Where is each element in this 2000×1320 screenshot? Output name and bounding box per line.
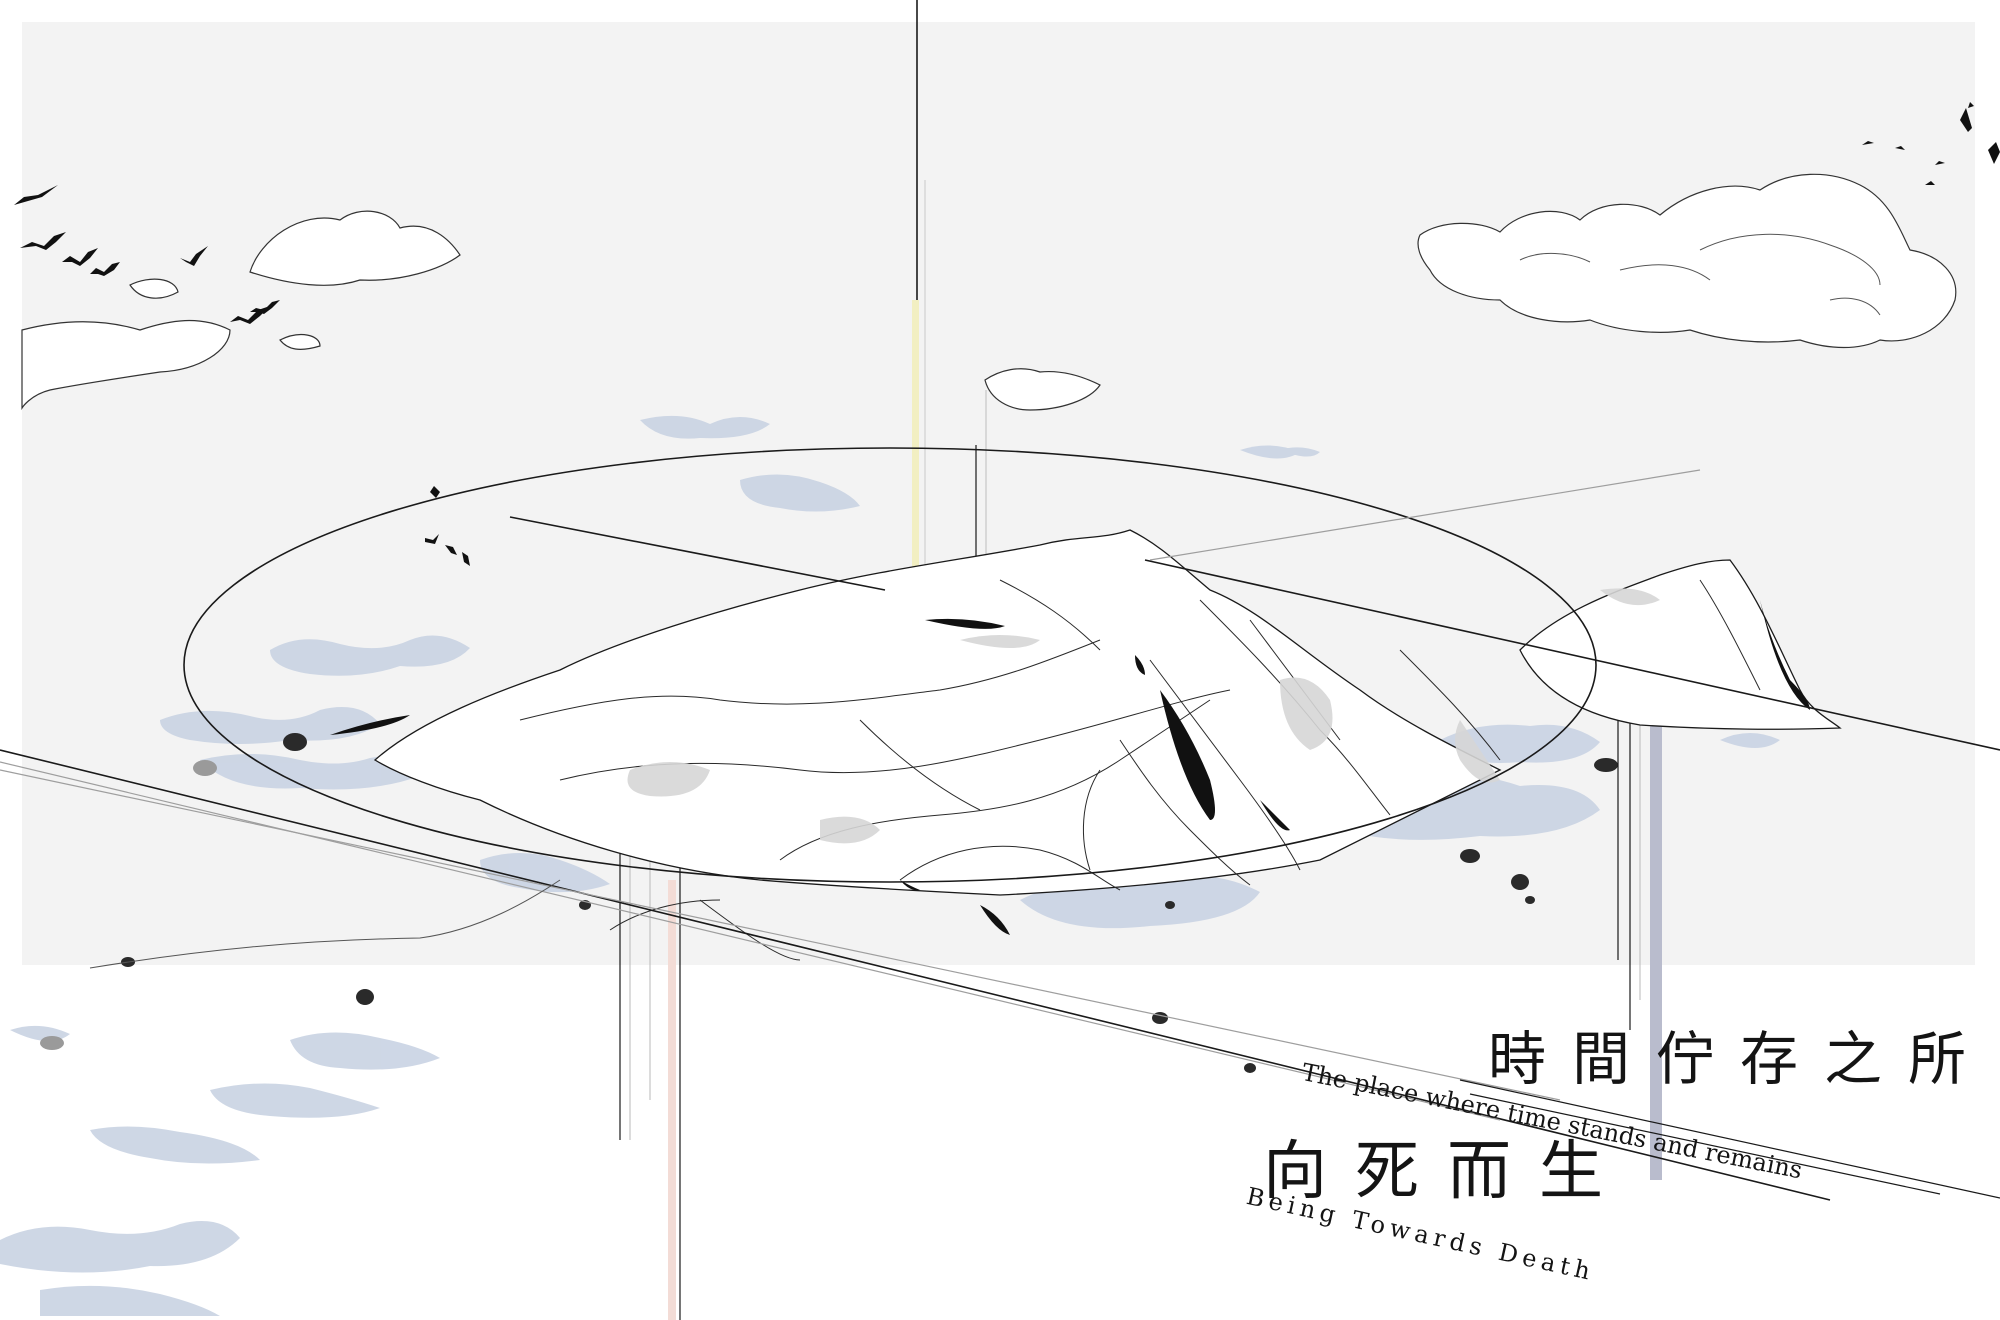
diagonal-lines-light <box>0 469 1701 1121</box>
mountain-peak-right <box>1519 559 1842 730</box>
gray-stones <box>40 760 217 1050</box>
vertical-lines-light <box>629 680 1641 1140</box>
ground-panel <box>22 965 2000 1320</box>
bird-icon <box>14 102 2000 566</box>
mountain-crevices <box>330 600 1810 935</box>
water-patches-left <box>0 415 1320 1316</box>
accent-yellow-bar <box>912 300 919 600</box>
mountain-shading <box>627 588 1660 844</box>
cloud-outline-left <box>21 210 1101 411</box>
subtitle-chinese: 向死而生 <box>1263 1135 1631 1209</box>
mountain-outline <box>373 529 1502 896</box>
accent-slate-bar <box>1650 680 1662 1180</box>
accent-pink-bar <box>668 880 676 1320</box>
diagonal-lines <box>0 516 2000 1201</box>
bank-line <box>89 879 561 969</box>
orbit-ellipse <box>183 447 1597 883</box>
diagonal-lines-thin <box>1459 1079 2000 1199</box>
cloud-detail-right <box>1519 233 1881 316</box>
title-chinese-main: 時間佇存之所 <box>1488 1025 1993 1093</box>
cloud-outline-right <box>1417 173 1957 349</box>
